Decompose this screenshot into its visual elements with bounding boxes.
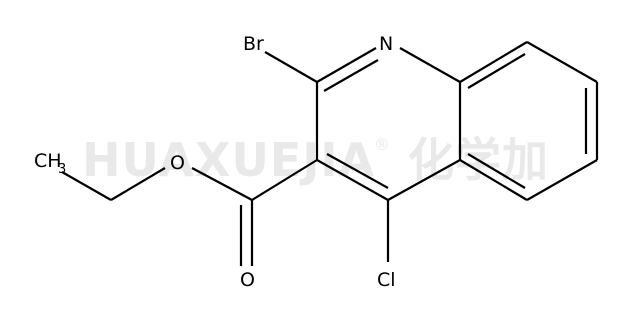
watermark-registered-mark: ® xyxy=(374,135,390,154)
methyl-subscript: 3 xyxy=(58,162,66,177)
bond-c2-br xyxy=(264,51,318,83)
bond-n1-c2-inner xyxy=(323,59,379,92)
atom-labels: Br N O O Cl CH 3 xyxy=(34,33,396,291)
bond-c8a-c8 xyxy=(459,41,528,83)
methyl-label: CH xyxy=(34,150,62,172)
ether-oxygen-label: O xyxy=(170,152,185,174)
bond-c8a-n1 xyxy=(399,47,461,83)
bond-c6-c5 xyxy=(526,159,598,201)
bond-c3-c4 xyxy=(316,159,389,201)
bonds xyxy=(61,41,599,266)
bond-ch2-ch3 xyxy=(61,171,112,201)
bond-carbonyl-ether-o xyxy=(191,167,253,201)
bond-c3-carbonyl xyxy=(251,159,318,201)
bromine-label: Br xyxy=(243,33,264,55)
bond-c5-c4a-inner xyxy=(467,153,526,189)
bond-c8a-c8-inner xyxy=(467,53,526,89)
chlorine-label: Cl xyxy=(377,269,396,291)
carbonyl-oxygen-label: O xyxy=(240,269,255,291)
watermark-text: HUAXUEJIA xyxy=(82,133,375,187)
bond-ether-o-ch2 xyxy=(110,167,166,201)
bond-c3-c4-inner xyxy=(326,153,389,189)
nitrogen-label: N xyxy=(379,33,393,55)
bond-c5-c4a xyxy=(459,159,528,201)
bond-c8-c7 xyxy=(526,41,598,83)
bond-c4-c4a xyxy=(387,159,461,201)
bond-n1-c2 xyxy=(316,47,377,83)
